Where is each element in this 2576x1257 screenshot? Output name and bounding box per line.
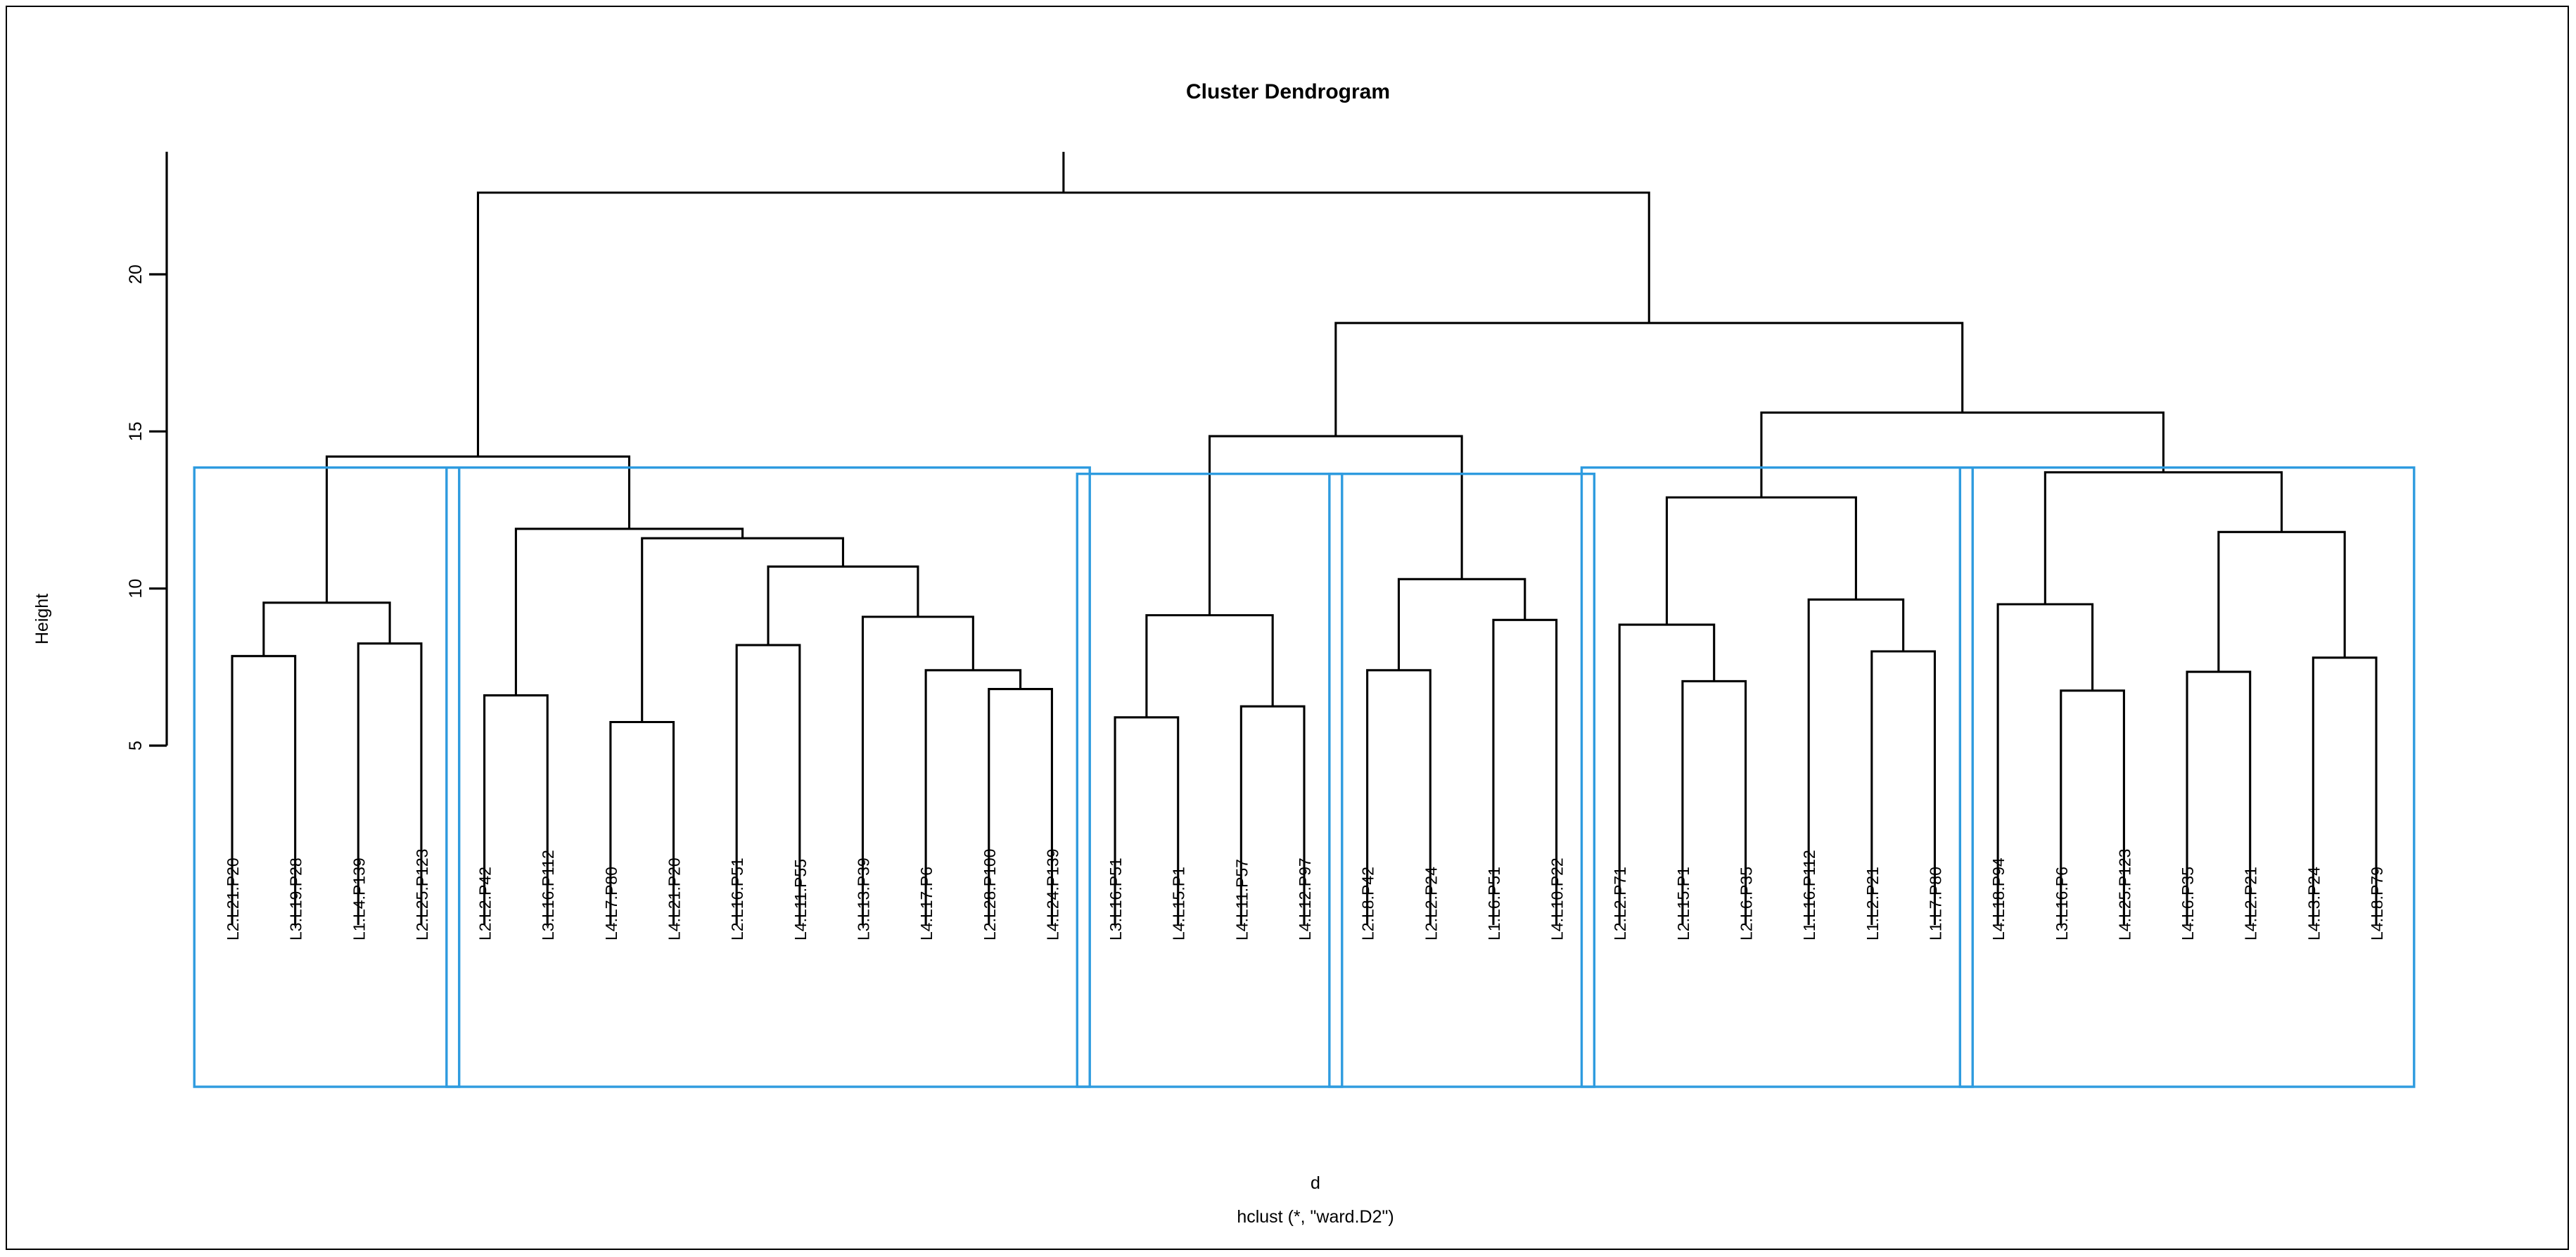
- dendrogram-link: [924, 669, 1022, 925]
- leaf-labels: L2.L21.P20 L3.L19.P28 L1.L4.P139 L2.L25.P12…: [224, 849, 2386, 940]
- leaf-label: L4.L8.P79: [2368, 867, 2386, 940]
- dendrogram-branches: [231, 151, 2378, 925]
- y-axis-tick-label: 15: [126, 421, 146, 441]
- cluster-box-4: [1328, 472, 1596, 1088]
- leaf-label: L1.L7.P80: [1926, 867, 1944, 940]
- leaf-label: L2.L2.P71: [1611, 867, 1629, 940]
- cluster-box-5: [1580, 466, 1974, 1088]
- dendrogram-link: [1807, 598, 1905, 925]
- leaf-label: L4.L11.P57: [1232, 859, 1251, 940]
- cluster-box-3: [1076, 472, 1344, 1088]
- dendrogram-link: [735, 644, 801, 925]
- leaf-label: L4.L18.P94: [1989, 857, 2008, 940]
- leaf-label: L2.L2.P42: [476, 867, 495, 940]
- dendrogram-link: [476, 191, 1650, 457]
- leaf-label: L1.L4.P139: [350, 857, 368, 940]
- page-title: Cluster Dendrogram: [1186, 80, 1390, 103]
- leaf-label: L3.L16.P6: [2053, 867, 2071, 940]
- leaf-label: L4.L15.P1: [1170, 867, 1188, 940]
- cluster-box-6: [1958, 466, 2416, 1088]
- dendrogram-link: [1208, 435, 1463, 615]
- leaf-label: L2.L25.P123: [413, 849, 431, 940]
- dendrogram-link: [1618, 623, 1716, 925]
- dendrogram-link: [767, 565, 919, 646]
- cluster-box-1: [193, 466, 461, 1088]
- leaf-label: L2.L21.P20: [224, 857, 242, 940]
- leaf-label: L1.L6.P51: [1485, 867, 1503, 940]
- leaf-label: L2.L8.P42: [1359, 867, 1377, 940]
- leaf-label: L4.L25.P123: [2115, 849, 2134, 940]
- method-label: hclust (*, "ward.D2"): [1237, 1207, 1394, 1227]
- y-axis-tick-label: 20: [126, 264, 146, 284]
- leaf-label: L4.L2.P21: [2242, 867, 2260, 940]
- leaf-label: L4.L24.P139: [1043, 849, 1061, 940]
- leaf-label: L2.L15.P1: [1674, 867, 1692, 940]
- dendrogram-link: [2217, 530, 2346, 672]
- leaf-label: L3.L16.P51: [1107, 857, 1125, 940]
- x-axis-label: d: [1311, 1173, 1320, 1193]
- dendrogram-link: [1996, 603, 2094, 925]
- leaf-label: L4.L21.P20: [665, 857, 684, 940]
- dendrogram-link: [262, 601, 391, 656]
- dendrogram-link: [325, 455, 631, 603]
- cluster-boxes: [193, 466, 2416, 1088]
- dendrogram-link: [1397, 578, 1526, 670]
- leaf-label: L2.L16.P51: [728, 857, 746, 940]
- dendrogram-link: [514, 528, 744, 696]
- leaf-label: L3.L13.P39: [854, 857, 872, 940]
- dendrogram-link: [1145, 614, 1274, 717]
- leaf-label: L4.L17.P6: [917, 867, 936, 940]
- y-axis-title: Height: [32, 594, 52, 644]
- leaf-label: L2.L6.P35: [1737, 867, 1756, 940]
- leaf-label: L1.L16.P112: [1800, 850, 1818, 940]
- y-axis: 5 10 15 20: [126, 151, 168, 751]
- dendrogram-link: [1665, 496, 1857, 625]
- leaf-label: L2.L28.P100: [981, 849, 999, 940]
- leaf-label: L4.L3.P24: [2304, 867, 2323, 940]
- leaf-label: L4.L11.P55: [791, 859, 810, 940]
- dendrogram-link: [2043, 471, 2283, 604]
- dendrogram-link: [1239, 705, 1306, 925]
- leaf-label: L1.L2.P21: [1863, 867, 1882, 940]
- leaf-label: L4.L6.P35: [2179, 867, 2197, 940]
- leaf-label: L4.L10.P22: [1548, 857, 1567, 940]
- dendrogram-link: [1760, 411, 2164, 498]
- leaf-label: L2.L2.P24: [1422, 867, 1440, 940]
- dendrogram-link: [861, 615, 974, 925]
- leaf-label: L3.L19.P28: [287, 857, 305, 940]
- leaf-label: L4.L12.P97: [1296, 857, 1314, 940]
- cluster-box-2: [445, 466, 1091, 1088]
- y-axis-tick-label: 5: [126, 741, 146, 751]
- leaf-label: L3.L16.P112: [539, 850, 557, 940]
- dendrogram-link: [1334, 321, 1964, 437]
- leaf-label: L4.L7.P80: [602, 867, 620, 940]
- y-axis-tick-label: 10: [126, 579, 146, 599]
